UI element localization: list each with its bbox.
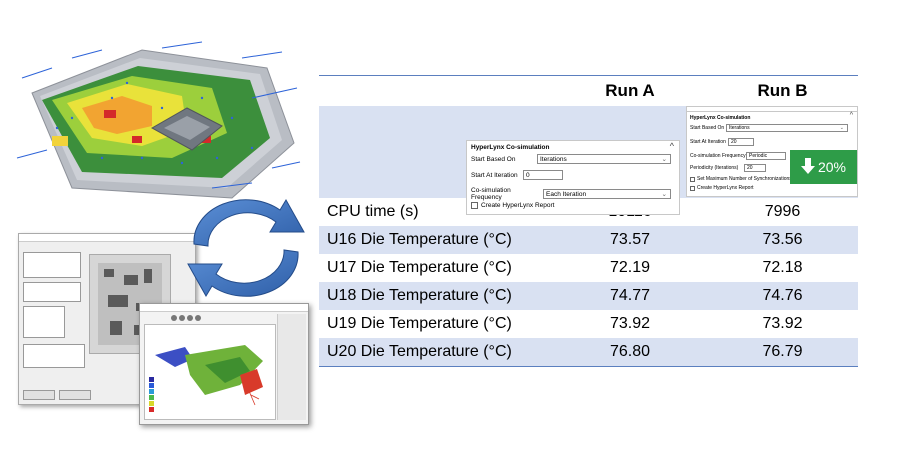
- table-row: U17 Die Temperature (°C) 72.19 72.18: [319, 254, 858, 282]
- start-at-iteration-label: Start At Iteration: [690, 139, 726, 145]
- start-at-iteration-input[interactable]: 0: [523, 170, 563, 180]
- start-based-on-label: Start Based On: [690, 125, 725, 131]
- cycle-arrows-icon: [178, 192, 314, 304]
- panel-b-max-sync: Set Maximum Number of Synchronizations: [690, 176, 792, 182]
- panel-b-frequency: Co-simulation Frequency Periodic: [690, 152, 786, 160]
- start-at-iteration-label: Start At Iteration: [471, 171, 518, 179]
- panel-a-frequency: Co-simulation Frequency Each Iteration ⌄: [471, 187, 671, 201]
- current-density-plot: [144, 324, 276, 420]
- row-label: CPU time (s): [327, 203, 419, 220]
- frequency-select[interactable]: Periodic: [746, 152, 786, 160]
- panel-a-title: HyperLynx Co-simulation: [471, 144, 550, 151]
- periodicity-label: Periodicity (Iterations): [690, 165, 739, 171]
- sim-options-panel: [277, 314, 306, 420]
- row-label: U18 Die Temperature (°C): [327, 287, 512, 304]
- start-based-on-value: Iterations: [540, 156, 567, 163]
- run-b-value: 73.92: [762, 315, 803, 332]
- improvement-value: 20%: [817, 159, 847, 175]
- run-b-value: 73.56: [762, 231, 803, 248]
- panel-b-report: Create HyperLynx Report: [690, 185, 754, 191]
- table-row: U18 Die Temperature (°C) 74.77 74.76: [319, 282, 858, 310]
- run-button[interactable]: [23, 390, 55, 400]
- report-checkbox[interactable]: [690, 185, 695, 191]
- table-row: U20 Die Temperature (°C) 76.80 76.79: [319, 338, 858, 366]
- frequency-value: Periodic: [749, 153, 768, 159]
- component-list: [23, 282, 81, 302]
- hyperlynx-panel-run-a: HyperLynx Co-simulation ^ Start Based On…: [466, 140, 680, 215]
- header-run-a: Run A: [605, 81, 655, 100]
- start-based-on-label: Start Based On: [471, 155, 516, 163]
- layer-list: [23, 306, 65, 338]
- run-a-value: 73.57: [609, 231, 651, 248]
- max-sync-checkbox[interactable]: [690, 176, 695, 182]
- chevron-down-icon: ⌄: [661, 191, 667, 198]
- row-label: U19 Die Temperature (°C): [327, 315, 512, 332]
- run-a-value: 74.77: [609, 287, 651, 304]
- panel-b-title: HyperLynx Co-simulation: [690, 115, 751, 121]
- frequency-select[interactable]: Each Iteration ⌄: [543, 189, 671, 199]
- start-based-on-select[interactable]: Iterations ⌄: [537, 154, 671, 164]
- panel-a-start-based-on: Start Based On Iterations ⌄: [471, 154, 671, 164]
- sim-window-titlebar: [140, 304, 308, 312]
- frequency-label: Co-simulation Frequency: [690, 153, 746, 159]
- periodicity-input[interactable]: 20: [744, 164, 766, 172]
- sim-toolbar: [171, 315, 201, 321]
- down-arrow-icon: [800, 157, 815, 177]
- run-b-value: 72.18: [762, 259, 803, 276]
- row-label: U20 Die Temperature (°C): [327, 343, 512, 360]
- report-label: Create HyperLynx Report: [481, 202, 555, 209]
- start-based-on-select[interactable]: Iterations ⌄: [726, 124, 848, 132]
- bottom-rule: [319, 366, 858, 367]
- chevron-down-icon: ⌄: [661, 156, 667, 163]
- table-row: U19 Die Temperature (°C) 73.92 73.92: [319, 310, 858, 338]
- panel-b-periodicity: Periodicity (Iterations) 20: [690, 164, 766, 172]
- options-list: [23, 344, 85, 368]
- header-row: Run A Run B: [319, 76, 858, 106]
- panel-a-report: Create HyperLynx Report: [471, 202, 554, 209]
- collapse-icon[interactable]: ^: [669, 141, 674, 151]
- panel-b-start-based-on: Start Based On Iterations ⌄: [690, 124, 848, 132]
- start-at-iteration-input[interactable]: 20: [728, 138, 754, 146]
- start-based-on-value: Iterations: [729, 125, 750, 131]
- row-label: U17 Die Temperature (°C): [327, 259, 512, 276]
- report-button[interactable]: [59, 390, 91, 400]
- improvement-badge: 20%: [790, 150, 857, 184]
- frequency-label: Co-simulation Frequency: [471, 187, 511, 201]
- simulation-results-window: [139, 303, 309, 425]
- run-b-value: 76.79: [762, 343, 803, 360]
- run-b-value: 74.76: [762, 287, 803, 304]
- report-label: Create HyperLynx Report: [697, 185, 754, 191]
- table-row: U16 Die Temperature (°C) 73.57 73.56: [319, 226, 858, 254]
- chevron-down-icon: ⌄: [839, 125, 844, 131]
- net-list: [23, 252, 81, 278]
- run-a-value: 73.92: [609, 315, 651, 332]
- header-run-b: Run B: [757, 81, 808, 100]
- max-sync-label: Set Maximum Number of Synchronizations: [697, 176, 792, 182]
- top-rule: [319, 75, 858, 76]
- pcb-window-titlebar: [19, 234, 195, 242]
- report-checkbox[interactable]: [471, 202, 478, 209]
- run-b-value: 7996: [764, 203, 801, 220]
- row-label: U16 Die Temperature (°C): [327, 231, 512, 248]
- panel-a-start-at-iteration: Start At Iteration 0: [471, 170, 563, 180]
- panel-b-start-at-iteration: Start At Iteration 20: [690, 138, 754, 146]
- collapse-icon[interactable]: ^: [849, 112, 853, 119]
- run-a-value: 76.80: [609, 343, 651, 360]
- thermal-cad-view: [12, 38, 302, 210]
- run-a-value: 72.19: [609, 259, 651, 276]
- frequency-value: Each Iteration: [546, 191, 587, 198]
